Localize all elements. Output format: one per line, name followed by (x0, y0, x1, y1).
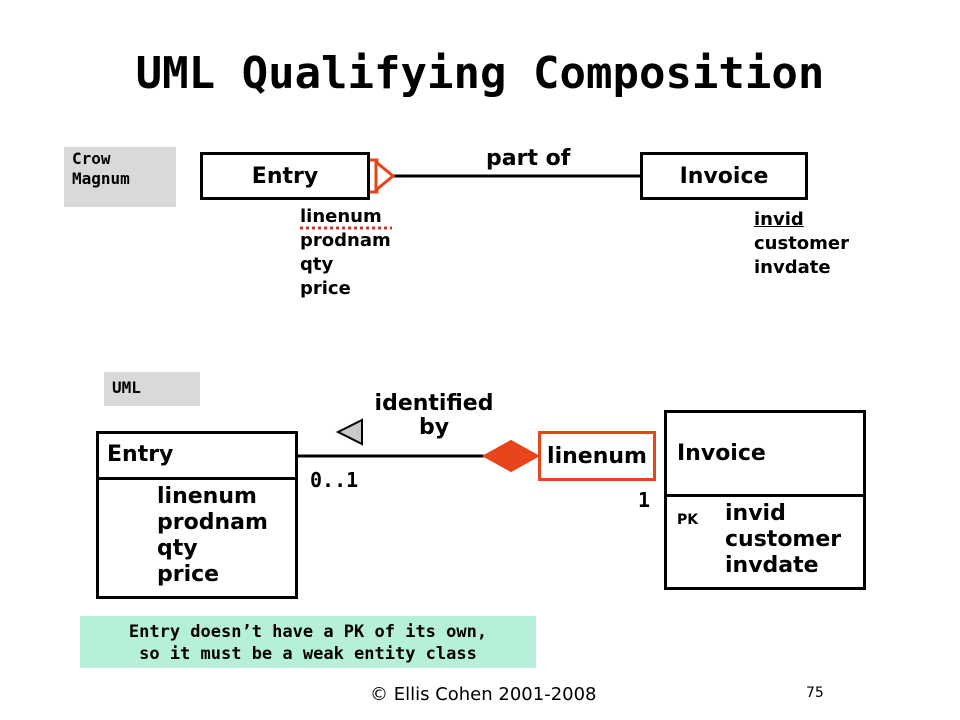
multiplicity-entry: 0..1 (310, 468, 359, 492)
crow-entry-attr-price: price (300, 278, 351, 299)
identified-by-line2: by (418, 415, 450, 440)
crow-entry-attr-qty: qty (300, 254, 334, 275)
uml-invoice-attr-customer: customer (725, 527, 842, 552)
crow-magnum-tag: Crow Magnum (64, 147, 176, 207)
crow-invoice-attr-invid: invid (754, 209, 804, 230)
uml-entry-class: Entry linenum prodnam qty price (96, 431, 298, 599)
crow-invoice-attr-customer: customer (754, 233, 850, 254)
note-line1: Entry doesn’t have a PK of its own, (128, 622, 488, 642)
uml-invoice-attributes: PK invid customer invdate (667, 497, 863, 579)
uml-tag: UML (104, 372, 200, 406)
uml-invoice-attr-invid: invid (725, 501, 786, 526)
multiplicity-invoice: 1 (638, 488, 651, 512)
uml-invoice-attr-invdate: invdate (725, 553, 819, 578)
uml-entry-header: Entry (99, 434, 295, 480)
uml-entry-attr-qty: qty (157, 536, 198, 561)
crow-entry-attributes: linenum prodnam qty price (300, 205, 391, 301)
crow-entry-attr-linenum: linenum (300, 206, 382, 227)
weak-entity-note: Entry doesn’t have a PK of its own, so i… (80, 616, 536, 668)
crow-invoice-attr-invdate: invdate (754, 257, 831, 278)
uml-entry-attr-linenum: linenum (157, 484, 257, 509)
part-of-label: part of (486, 146, 571, 171)
crow-tag-line1: Crow (72, 149, 111, 168)
uml-invoice-class: Invoice PK invid customer invdate (664, 410, 866, 590)
crow-entry-attr-prodnam: prodnam (300, 230, 391, 251)
qualifier-label: linenum (547, 443, 647, 469)
crow-invoice-box: Invoice (640, 152, 808, 200)
uml-invoice-header: Invoice (667, 413, 863, 497)
crow-invoice-attributes: invid customer invdate (754, 208, 849, 280)
direction-arrow-icon (335, 418, 363, 446)
slide-title: UML Qualifying Composition (135, 48, 825, 99)
identified-by-label: identified by (366, 392, 502, 440)
note-line2: so it must be a weak entity class (139, 644, 477, 664)
identified-by-line1: identified (374, 391, 494, 416)
composition-diamond-icon (481, 439, 541, 473)
copyright-footer: © Ellis Cohen 2001-2008 (370, 684, 597, 705)
uml-entry-label: Entry (107, 442, 174, 467)
qualifier-box: linenum (538, 431, 656, 481)
crow-invoice-label: Invoice (679, 163, 769, 189)
uml-entry-attributes: linenum prodnam qty price (99, 480, 295, 588)
page-number: 75 (806, 685, 824, 701)
crow-entry-box: Entry (200, 152, 370, 200)
uml-entry-attr-price: price (157, 562, 220, 587)
crow-composition-marker (366, 158, 396, 194)
crow-tag-line2: Magnum (72, 169, 130, 188)
pk-label: PK (677, 512, 699, 528)
uml-invoice-label: Invoice (677, 441, 766, 466)
uml-entry-attr-prodnam: prodnam (157, 510, 268, 535)
crow-entry-label: Entry (251, 163, 319, 189)
